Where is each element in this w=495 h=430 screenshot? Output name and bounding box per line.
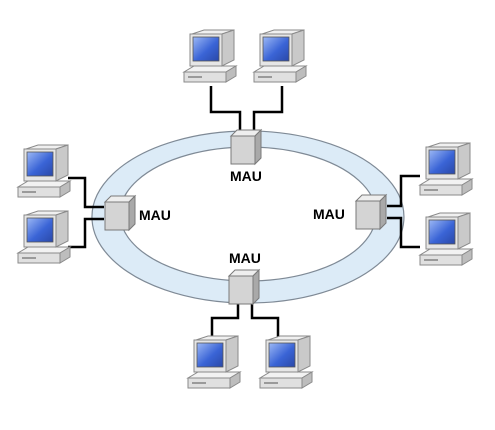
mau-hub-icon-top bbox=[230, 129, 262, 165]
desktop-computer-icon-right-lower bbox=[419, 212, 473, 266]
desktop-computer-icon-bottom-right bbox=[259, 335, 313, 389]
mau-hub-icon-right bbox=[355, 194, 387, 230]
mau-hub-icon-left bbox=[104, 195, 136, 231]
desktop-computer-icon-top-left bbox=[183, 29, 237, 83]
desktop-computer-icon-left-lower bbox=[17, 210, 71, 264]
mau-label-top: MAU bbox=[230, 168, 262, 184]
desktop-computer-icon-left-upper bbox=[17, 144, 71, 198]
mau-label-left: MAU bbox=[139, 207, 171, 223]
mau-label-right: MAU bbox=[313, 206, 345, 222]
mau-hub-icon-bottom bbox=[228, 269, 260, 305]
desktop-computer-icon-bottom-left bbox=[187, 335, 241, 389]
desktop-computer-icon-top-right bbox=[253, 29, 307, 83]
cables bbox=[68, 86, 420, 342]
desktop-computer-icon-right-upper bbox=[419, 142, 473, 196]
mau-label-bottom: MAU bbox=[229, 250, 261, 266]
